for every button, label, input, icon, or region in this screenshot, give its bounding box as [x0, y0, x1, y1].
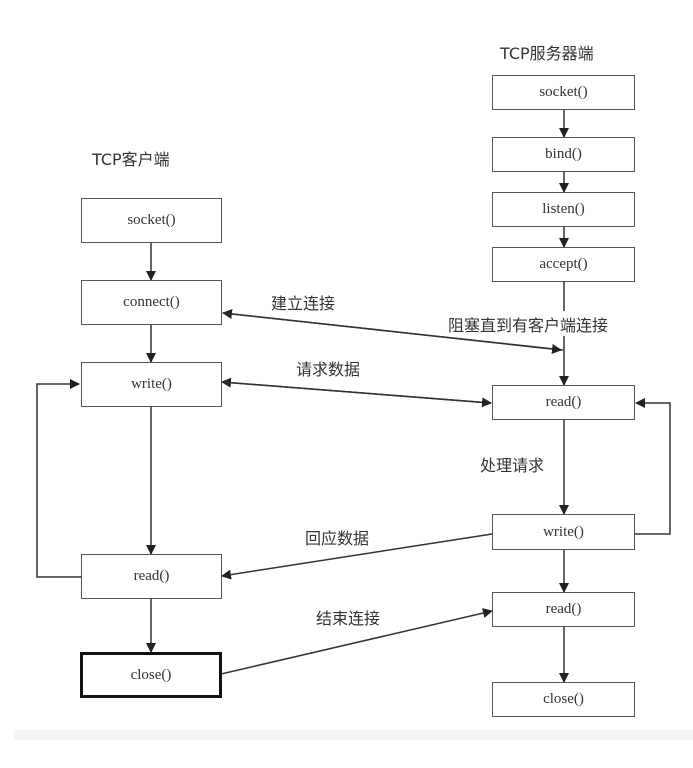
- arrow-response: [221, 533, 493, 580]
- label-establish-connection: 建立连接: [271, 294, 336, 313]
- client-close-box: close(): [80, 652, 222, 698]
- arrow-connect-to-server: [222, 312, 562, 354]
- server-title: TCP服务器端: [500, 44, 594, 63]
- arrow-request-to-server: [221, 381, 492, 408]
- label-process-request: 处理请求: [480, 456, 545, 475]
- label-request-data: 请求数据: [296, 360, 361, 379]
- arrow-server-loop: [634, 398, 671, 535]
- server-close-box: close(): [492, 682, 635, 717]
- client-read-box: read(): [81, 554, 222, 599]
- label-end-connection: 结束连接: [316, 609, 381, 628]
- server-listen-box: listen(): [492, 192, 635, 227]
- label-response-data: 回应数据: [305, 529, 370, 548]
- server-socket-box: socket(): [492, 75, 635, 110]
- label-block-until-connect: 阻塞直到有客户端连接: [448, 312, 609, 336]
- arrow-client-loop: [36, 379, 81, 578]
- client-connect-box: connect(): [81, 280, 222, 325]
- client-socket-box: socket(): [81, 198, 222, 243]
- server-write-box: write(): [492, 514, 635, 550]
- arrow-end-connection: [220, 608, 493, 675]
- client-write-box: write(): [81, 362, 222, 407]
- client-title: TCP客户端: [92, 150, 170, 169]
- server-bind-box: bind(): [492, 137, 635, 172]
- server-read-box: read(): [492, 385, 635, 420]
- server-read2-box: read(): [492, 592, 635, 627]
- server-accept-box: accept(): [492, 247, 635, 282]
- footer-band: [14, 730, 693, 740]
